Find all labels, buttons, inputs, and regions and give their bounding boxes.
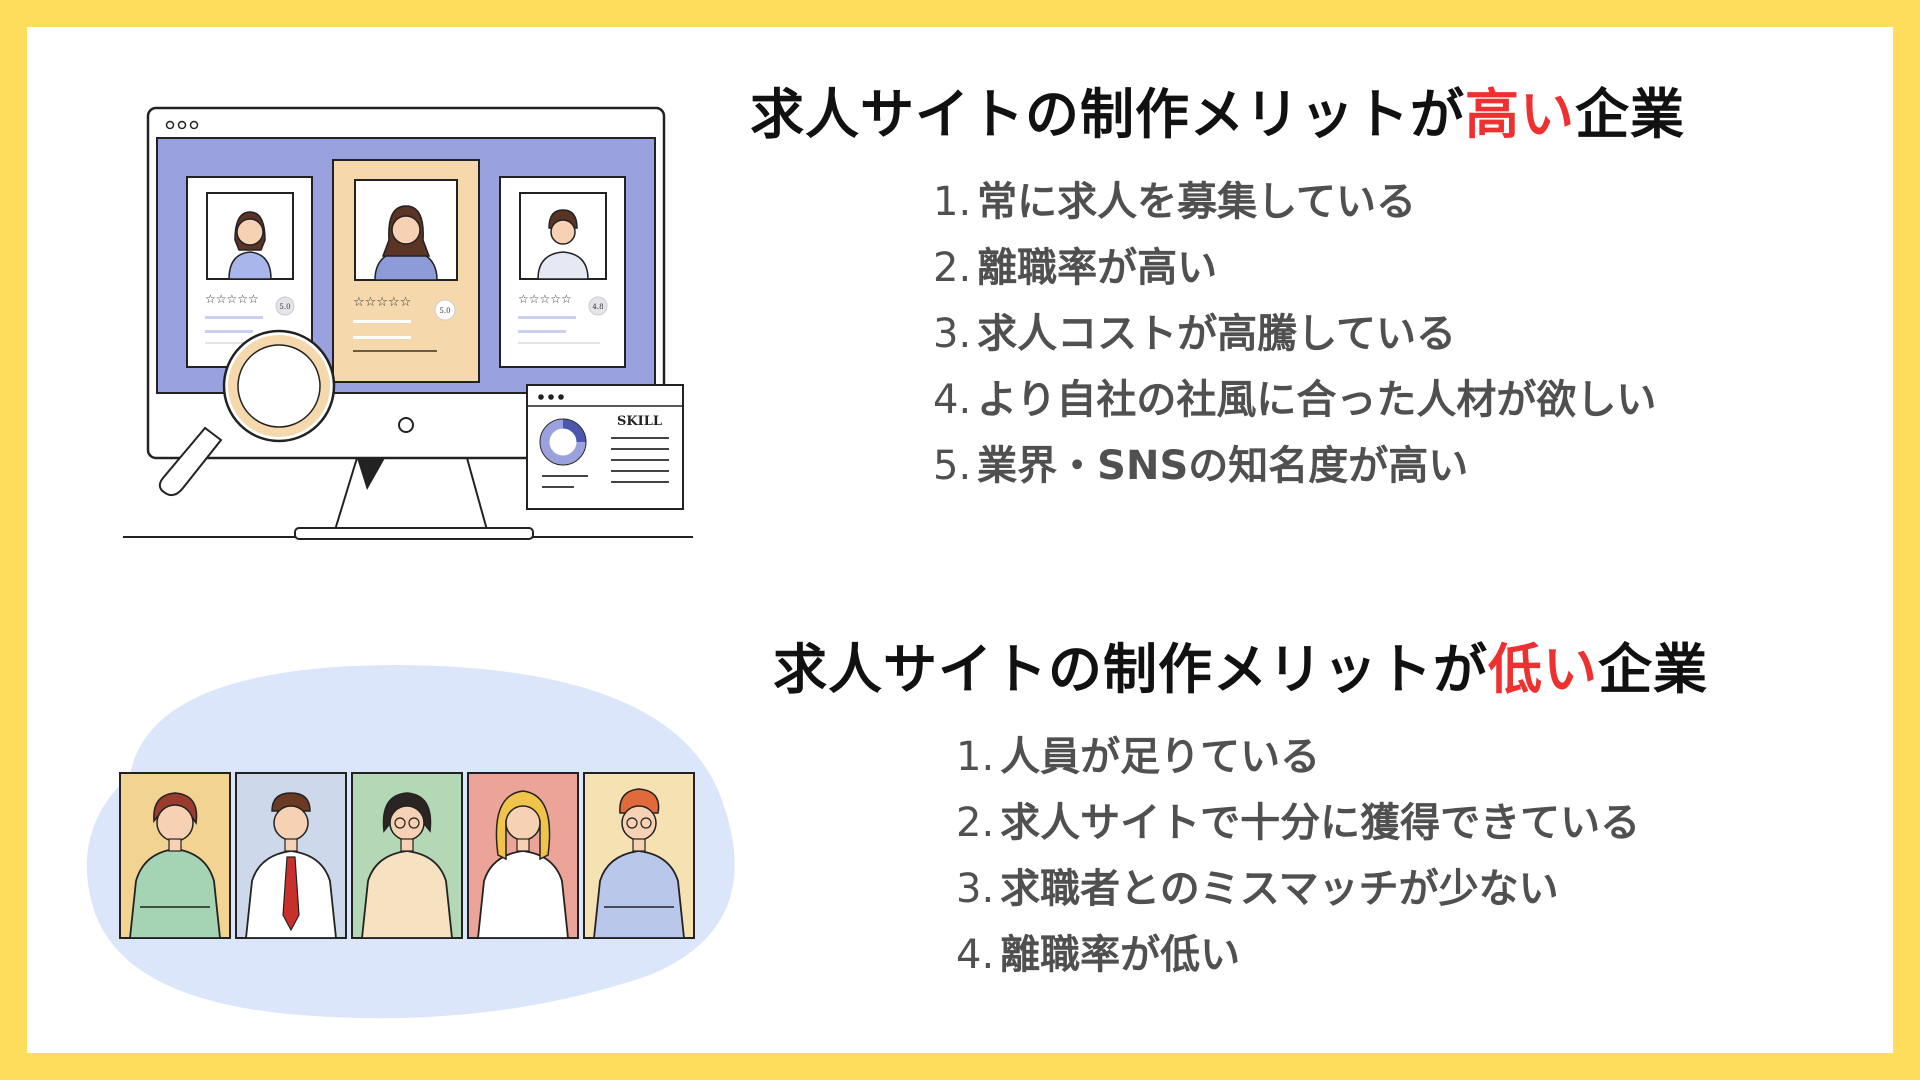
svg-text:☆☆☆☆☆: ☆☆☆☆☆ bbox=[518, 292, 572, 306]
item-text: 離職率が低い bbox=[1000, 932, 1241, 978]
team-member-portrait bbox=[583, 772, 695, 939]
svg-text:☆☆☆☆☆: ☆☆☆☆☆ bbox=[353, 295, 411, 310]
team-member-portrait bbox=[351, 772, 463, 939]
candidate-card-highlighted: ☆☆☆☆☆ 5.0 bbox=[332, 159, 480, 383]
item-number: 4. bbox=[956, 932, 995, 978]
heading-prefix: 求人サイトの制作メリットが bbox=[750, 83, 1465, 146]
low-merit-heading: 求人サイトの制作メリットが低い企業 bbox=[773, 625, 1850, 704]
item-number: 1. bbox=[956, 734, 995, 780]
recruitment-monitor-illustration: ☆☆☆☆☆ 5.0 ☆☆☆☆☆ 5.0 ☆☆☆☆☆ 4.8 bbox=[123, 106, 693, 540]
rating-value: 4.8 bbox=[592, 303, 603, 311]
team-portraits-illustration bbox=[86, 665, 735, 1019]
high-merit-list: 1.常に求人を募集している 2.離職率が高い 3.求人コストが高騰している 4.… bbox=[933, 169, 1850, 499]
item-number: 3. bbox=[956, 866, 995, 912]
list-item: 1.常に求人を募集している bbox=[933, 169, 1850, 235]
list-item: 3.求人コストが高騰している bbox=[933, 301, 1850, 367]
item-text: 常に求人を募集している bbox=[977, 179, 1416, 225]
item-text: 求人サイトで十分に獲得できている bbox=[1000, 800, 1641, 846]
heading-suffix: 企業 bbox=[1575, 83, 1685, 146]
candidate-card: ☆☆☆☆☆ 4.8 bbox=[499, 176, 626, 368]
list-item: 2.離職率が高い bbox=[933, 235, 1850, 301]
item-text: 求人コストが高騰している bbox=[977, 311, 1456, 357]
heading-accent: 高い bbox=[1465, 83, 1575, 146]
item-text: より自社の社風に合った人材が欲しい bbox=[977, 377, 1657, 423]
heading-accent: 低い bbox=[1488, 638, 1598, 701]
high-merit-section: 求人サイトの制作メリットが高い企業 1.常に求人を募集している 2.離職率が高い… bbox=[700, 70, 1850, 499]
item-number: 4. bbox=[933, 377, 972, 423]
item-number: 3. bbox=[933, 311, 972, 357]
list-item: 4.離職率が低い bbox=[956, 922, 1850, 988]
item-number: 2. bbox=[933, 245, 972, 291]
svg-text:☆☆☆☆☆: ☆☆☆☆☆ bbox=[205, 292, 259, 306]
item-text: 業界・SNSの知名度が高い bbox=[977, 443, 1469, 489]
team-member-portrait bbox=[119, 772, 231, 939]
team-member-portrait bbox=[235, 772, 347, 939]
list-item: 3.求職者とのミスマッチが少ない bbox=[956, 856, 1850, 922]
list-item: 5.業界・SNSの知名度が高い bbox=[933, 433, 1850, 499]
team-member-portrait bbox=[467, 772, 579, 939]
rating-value: 5.0 bbox=[279, 303, 290, 311]
item-number: 1. bbox=[933, 179, 972, 225]
item-number: 5. bbox=[933, 443, 972, 489]
heading-prefix: 求人サイトの制作メリットが bbox=[773, 638, 1488, 701]
magnifier-icon bbox=[158, 329, 336, 497]
list-item: 4.より自社の社風に合った人材が欲しい bbox=[933, 367, 1850, 433]
item-text: 求職者とのミスマッチが少ない bbox=[1000, 866, 1559, 912]
rating-value: 5.0 bbox=[439, 307, 450, 315]
high-merit-heading: 求人サイトの制作メリットが高い企業 bbox=[750, 70, 1850, 149]
item-text: 人員が足りている bbox=[1000, 734, 1321, 780]
item-number: 2. bbox=[956, 800, 995, 846]
low-merit-section: 求人サイトの制作メリットが低い企業 1.人員が足りている 2.求人サイトで十分に… bbox=[700, 625, 1850, 988]
list-item: 1.人員が足りている bbox=[956, 724, 1850, 790]
list-item: 2.求人サイトで十分に獲得できている bbox=[956, 790, 1850, 856]
low-merit-list: 1.人員が足りている 2.求人サイトで十分に獲得できている 3.求職者とのミスマ… bbox=[956, 724, 1850, 988]
item-text: 離職率が高い bbox=[977, 245, 1218, 291]
skill-label: SKILL bbox=[617, 414, 662, 429]
heading-suffix: 企業 bbox=[1598, 638, 1708, 701]
skill-window: SKILL bbox=[526, 384, 684, 510]
